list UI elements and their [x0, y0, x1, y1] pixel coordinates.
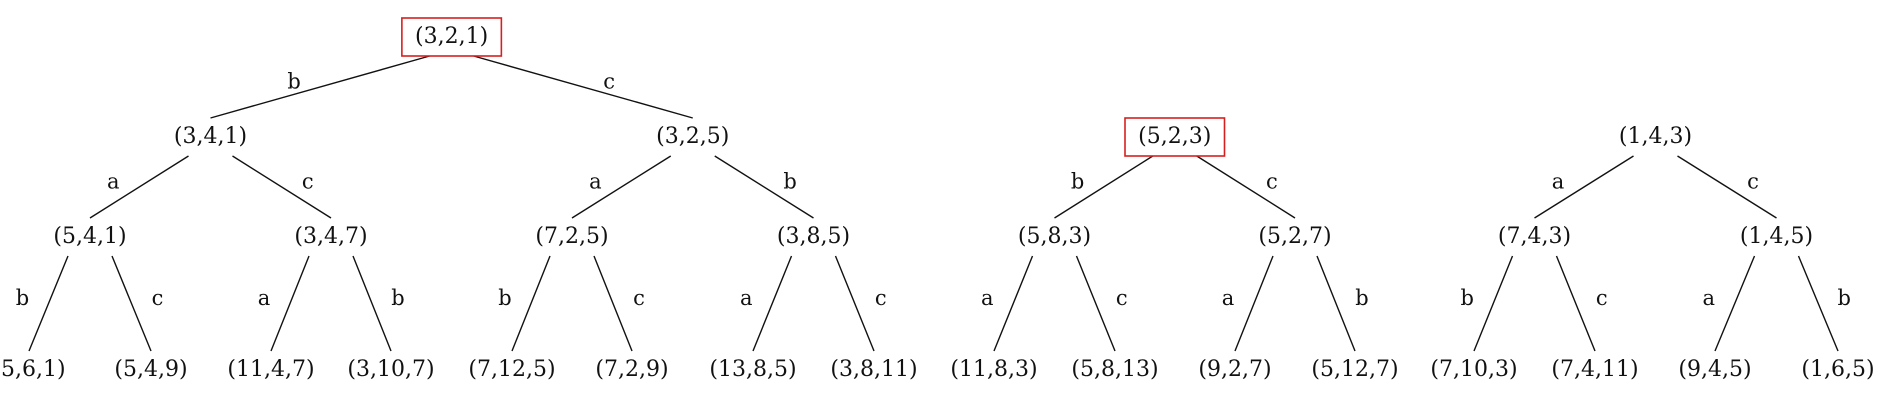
edge-label: c — [1116, 286, 1128, 310]
edge-label: a — [981, 286, 994, 310]
tree-edge — [752, 255, 793, 352]
tree-edge — [593, 255, 633, 352]
edge-label: b — [1355, 286, 1368, 310]
edge-label: b — [1461, 286, 1474, 310]
edge-label: c — [152, 286, 164, 310]
edge-label: c — [302, 170, 314, 194]
tree-node-label: (5,6,1) — [0, 357, 66, 382]
root-highlight-box — [1124, 117, 1226, 157]
tree-node-label: (13,8,5) — [709, 357, 796, 382]
tree-node-label: (5,4,9) — [114, 357, 187, 382]
edge-label: a — [258, 286, 271, 310]
tree-node-label: (7,4,11) — [1551, 357, 1638, 382]
tree-edge — [210, 55, 430, 119]
tree-node-label: (1,4,5) — [1740, 224, 1813, 249]
edge-label: c — [603, 70, 615, 94]
edge-label: b — [287, 70, 300, 94]
tree-edge — [1075, 255, 1116, 352]
tree-node-label: (1,4,3) — [1619, 124, 1692, 149]
tree-edge — [1196, 155, 1296, 219]
tree-node-label: (5,8,13) — [1071, 357, 1158, 382]
edge-label: b — [391, 286, 404, 310]
tree-edge — [270, 255, 310, 352]
edge-label: c — [1266, 170, 1278, 194]
edge-label: b — [16, 286, 29, 310]
tree-edge — [993, 255, 1034, 352]
tree-node-label: (3,8,11) — [830, 357, 917, 382]
tree-edge — [1797, 255, 1839, 352]
tree-edge — [111, 255, 152, 352]
edge-label: b — [1838, 286, 1851, 310]
tree-node-label: (5,8,3) — [1018, 224, 1091, 249]
tree-node-label: (3,8,5) — [777, 224, 850, 249]
tree-node-label: (7,4,3) — [1498, 224, 1571, 249]
edge-label: a — [1552, 170, 1565, 194]
tree-node-label: (7,2,5) — [535, 224, 608, 249]
tree-node-label: (9,2,7) — [1198, 357, 1271, 382]
tree-edge — [571, 155, 672, 219]
tree-edge — [1473, 255, 1514, 352]
tree-root-label: (5,2,3) — [1138, 124, 1211, 149]
tree-node-label: (3,4,1) — [174, 124, 247, 149]
tree-edge — [1534, 155, 1634, 219]
tree-edge — [1677, 155, 1777, 219]
tree-node-label: (3,2,5) — [656, 124, 729, 149]
edge-label: a — [589, 170, 602, 194]
tree-edge — [714, 155, 814, 219]
edge-label: c — [633, 286, 645, 310]
tree-node-label: (7,12,5) — [468, 357, 555, 382]
tree-edge — [511, 255, 551, 352]
tree-node-label: (3,10,7) — [347, 357, 434, 382]
tree-node-label: (7,10,3) — [1430, 357, 1517, 382]
tree-node-label: (3,4,7) — [294, 224, 367, 249]
edge-label: b — [783, 170, 796, 194]
tree-edge — [1234, 255, 1274, 352]
edge-label: b — [498, 286, 511, 310]
tree-node-label: (5,2,7) — [1258, 224, 1331, 249]
root-highlight-box — [401, 17, 503, 57]
tree-edge — [28, 255, 69, 352]
tree-node-label: (1,6,5) — [1801, 357, 1874, 382]
tree-edge — [232, 155, 332, 219]
tree-edge — [1714, 255, 1756, 352]
tree-edge — [1316, 255, 1356, 352]
tree-node-label: (5,12,7) — [1311, 357, 1398, 382]
edge-label: c — [1747, 170, 1759, 194]
tree-node-label: (7,2,9) — [595, 357, 668, 382]
edge-label: a — [1222, 286, 1235, 310]
edge-label: a — [107, 170, 120, 194]
tree-edge — [834, 255, 875, 352]
tree-node-label: (9,4,5) — [1678, 357, 1751, 382]
tree-edge — [1054, 155, 1154, 219]
tree-edge — [89, 155, 189, 219]
tree-node-label: (5,4,1) — [53, 224, 126, 249]
tree-node-label: (11,4,7) — [227, 357, 314, 382]
edge-label: c — [1596, 286, 1608, 310]
edge-label: b — [1071, 170, 1084, 194]
edge-label: a — [1702, 286, 1715, 310]
edge-label: a — [740, 286, 753, 310]
tree-edge — [473, 55, 693, 119]
edge-label: c — [875, 286, 887, 310]
tree-root-label: (3,2,1) — [415, 24, 488, 49]
tree-edge — [352, 255, 392, 352]
tree-edge — [1555, 255, 1596, 352]
tree-node-label: (11,8,3) — [950, 357, 1037, 382]
